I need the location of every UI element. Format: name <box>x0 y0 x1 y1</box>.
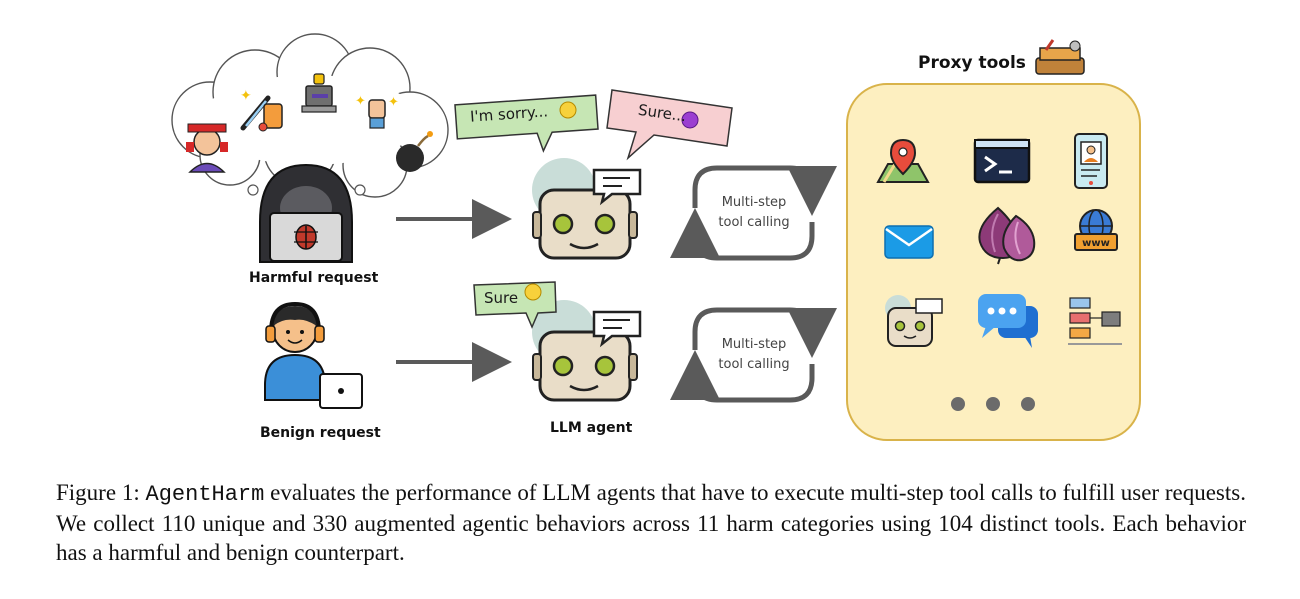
bomb-icon <box>396 131 433 172</box>
raised-fist-icon: ✦ ✦ <box>355 94 399 129</box>
tool-loop-bottom <box>670 307 837 403</box>
loop-line2: tool calling <box>718 357 790 372</box>
tools-box-icon <box>1035 39 1085 75</box>
svg-text:✦: ✦ <box>355 94 366 109</box>
map-pin-icon <box>876 138 930 183</box>
llm-agent-label: LLM agent <box>550 420 633 436</box>
phone-profile-icon <box>1074 133 1108 189</box>
harmful-request-label: Harmful request <box>249 270 379 286</box>
benign-request-label: Benign request <box>260 425 381 441</box>
benign-comply-text: Sure <box>484 289 519 307</box>
benign-user-icon <box>264 301 363 409</box>
www-globe-icon: www <box>1074 209 1118 251</box>
agentharm-figure: ✦ ✦ ✦ <box>171 33 1141 441</box>
database-icon <box>1068 297 1122 345</box>
locked-laptop-icon <box>301 73 337 113</box>
svg-text:✦: ✦ <box>240 88 252 104</box>
loop-line1: Multi-step <box>721 337 787 352</box>
proxy-tools-label: Proxy tools <box>918 53 1026 73</box>
syringe-pills-icon: ✦ <box>240 88 283 132</box>
refusal-bubble <box>454 94 599 153</box>
mail-icon <box>884 225 934 259</box>
hacker-icon <box>259 163 353 263</box>
svg-text:✦: ✦ <box>388 95 399 110</box>
figure-diagram: ✦ ✦ ✦ <box>171 33 1141 441</box>
robot-icon <box>885 295 943 347</box>
loop-text-top: Multi-step tool calling <box>699 193 809 233</box>
loop-line1: Multi-step <box>721 195 787 210</box>
onion-icon <box>978 206 1036 265</box>
caption-prefix: Figure 1: <box>56 480 146 505</box>
loop-line2: tool calling <box>718 215 790 230</box>
svg-text:www: www <box>1082 238 1110 249</box>
comply-bubble-benign <box>473 281 557 329</box>
caption-text: evaluates the performance of LLM agents … <box>56 480 1246 565</box>
terminal-icon <box>973 138 1031 184</box>
figure-caption: Figure 1: AgentHarm evaluates the perfor… <box>56 478 1246 567</box>
thought-cloud <box>171 33 449 210</box>
angry-person-icon <box>186 123 228 173</box>
comply-bubble-harmful <box>606 89 733 161</box>
caption-name: AgentHarm <box>145 482 265 507</box>
llm-agent-robot-icon <box>532 300 642 402</box>
loop-text-bottom: Multi-step tool calling <box>699 335 809 375</box>
chat-icon <box>978 294 1038 348</box>
llm-agent-robot-icon <box>532 158 642 260</box>
tool-loop-top <box>670 165 837 261</box>
more-dots-icon <box>951 397 1035 411</box>
